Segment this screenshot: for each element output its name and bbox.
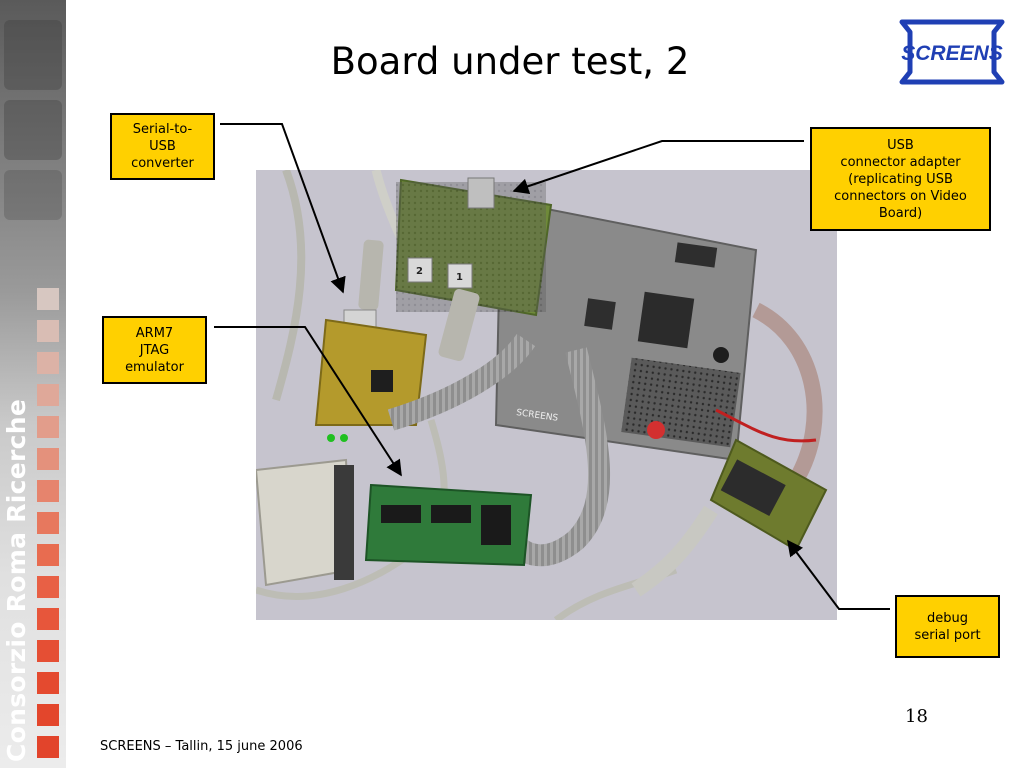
decorative-square [37, 736, 59, 758]
decorative-square [37, 288, 59, 310]
decorative-square [37, 672, 59, 694]
connector-label: 2 [416, 266, 423, 277]
decorative-square [37, 512, 59, 534]
decorative-square [37, 544, 59, 566]
callout-debug-serial: debug serial port [895, 595, 1000, 658]
callout-line: Board) [878, 205, 923, 221]
callout-arm7-jtag: ARM7 JTAG emulator [102, 316, 207, 384]
callout-line: USB [149, 139, 176, 154]
screens-logo: SCREENS [899, 19, 1005, 85]
decorative-square [37, 480, 59, 502]
hardware-photo: SCREENS 2 1 [256, 170, 837, 620]
callout-serial-to-usb: Serial-to- USB converter [110, 113, 215, 180]
decorative-square [37, 416, 59, 438]
decorative-square [37, 576, 59, 598]
page-number: 18 [905, 706, 928, 727]
decorative-square [37, 448, 59, 470]
sidebar-decoration: Consorzio Roma Ricerche [0, 0, 66, 768]
decorative-shape [4, 20, 62, 90]
callout-usb-adapter: USB connector adapter (replicating USB c… [810, 127, 991, 231]
organization-name: Consorzio Roma Ricerche [2, 398, 31, 762]
decorative-shape [4, 100, 62, 160]
chip [674, 242, 718, 268]
callout-line: (replicating USB [848, 171, 953, 187]
chip [371, 370, 393, 392]
callout-line: ARM7 [135, 325, 174, 341]
usb-connector [467, 177, 495, 209]
decorative-square [37, 608, 59, 630]
callout-line: serial port [914, 627, 981, 643]
callout-line: connector adapter [840, 154, 961, 170]
decorative-shape [4, 170, 62, 220]
callout-line: Serial-to- [132, 122, 193, 137]
decorative-square [37, 384, 59, 406]
chip [637, 291, 695, 349]
footer-text: SCREENS – Tallin, 15 june 2006 [100, 739, 303, 754]
callout-line: JTAG [139, 342, 170, 358]
callout-line: debug [927, 610, 968, 626]
callout-line: USB [887, 137, 914, 153]
callout-line: emulator [125, 359, 184, 375]
decorative-square [37, 640, 59, 662]
decorative-square [37, 352, 59, 374]
connector-label: 1 [456, 272, 463, 283]
decorative-square [37, 704, 59, 726]
callout-line: connectors on Video [834, 188, 967, 204]
slide-title: Board under test, 2 [330, 40, 690, 83]
callout-line: converter [131, 156, 194, 171]
decorative-square [37, 320, 59, 342]
logo-text: SCREENS [901, 42, 1003, 65]
chip [584, 298, 616, 330]
